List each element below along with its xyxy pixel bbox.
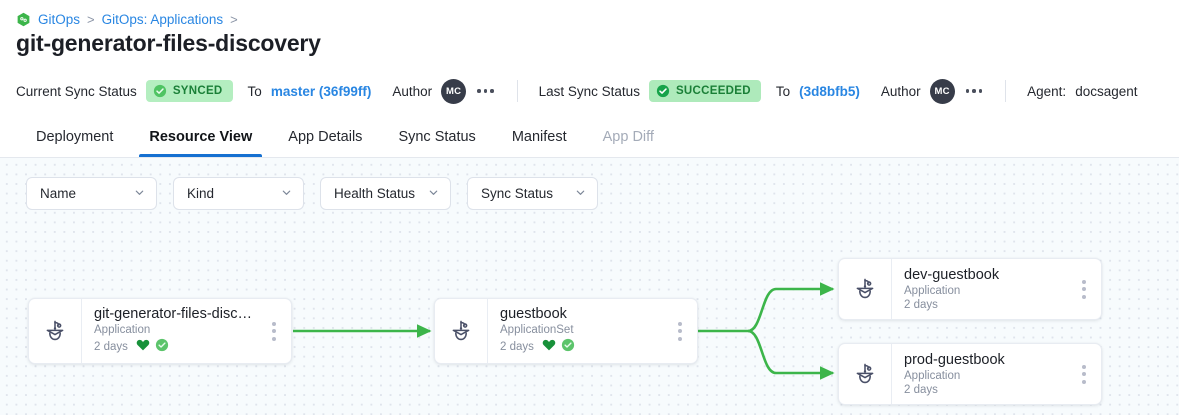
node-kind: Application [94,323,151,336]
node-name: git-generator-files-disco... [94,305,257,322]
node-kind: Application [904,370,961,382]
breadcrumb-item-gitops[interactable]: GitOps [38,11,81,27]
filter-kind-label: Kind [187,186,215,201]
current-sync-status-badge: SYNCED [145,80,233,102]
breadcrumb-separator: > [230,11,238,27]
last-sync-status-badge: SUCCEEDED [648,80,761,102]
node-meta: 2 days [94,338,257,357]
node-more-menu-icon[interactable] [663,299,697,363]
node-more-menu-icon[interactable] [1067,344,1101,404]
node-content: guestbook ApplicationSet 2 days [487,299,663,363]
more-horizontal-icon[interactable] [964,85,985,97]
node-health-indicators [542,338,575,357]
node-more-menu-icon[interactable] [257,299,291,363]
check-circle-icon [153,84,167,98]
avatar[interactable]: MC [929,78,955,104]
gitops-logo-icon [16,12,31,27]
argo-application-icon [29,299,81,363]
chevron-down-icon [281,186,292,201]
node-meta: 2 days [904,384,1067,396]
node-health-indicators [136,338,169,357]
divider [1005,80,1007,102]
node-more-menu-icon[interactable] [1067,259,1101,319]
agent-label: Agent: [1027,83,1067,99]
tab-manifest[interactable]: Manifest [511,128,567,145]
status-bar: Current Sync Status SYNCED To master (36… [0,72,1179,110]
breadcrumb-item-gitops-applications[interactable]: GitOps: Applications [101,11,224,27]
graph-node-prod-guestbook[interactable]: prod-guestbook Application 2 days [838,343,1102,405]
check-circle-filled-icon [656,84,670,98]
node-name: prod-guestbook [904,352,1005,368]
current-sync-status-badge-text: SYNCED [172,85,223,97]
node-kind: ApplicationSet [500,323,574,336]
tab-app-details[interactable]: App Details [288,128,363,145]
heart-healthy-icon [542,338,556,357]
argo-application-icon [435,299,487,363]
chevron-down-icon [575,186,586,201]
last-sync-status-label: Last Sync Status [538,83,640,99]
filter-name-label: Name [40,186,77,201]
node-meta: 2 days [904,299,1067,311]
last-sync-author-label: Author [880,83,921,99]
filter-sync-status-label: Sync Status [481,186,554,201]
divider [516,80,518,102]
argo-application-icon [839,344,891,404]
node-content: prod-guestbook Application 2 days [891,344,1067,404]
breadcrumb: GitOps > GitOps: Applications > [16,9,238,29]
graph-node-guestbook[interactable]: guestbook ApplicationSet 2 days [434,298,698,364]
check-circle-synced-icon [155,338,169,357]
agent-value: docsagent [1075,83,1138,99]
node-kind: Application [904,285,961,297]
filter-health-status[interactable]: Health Status [320,177,451,210]
current-sync-to-label: To [247,83,262,99]
argo-application-icon [839,259,891,319]
last-sync-revision-link[interactable]: (3d8bfb5) [799,83,860,99]
filter-health-status-label: Health Status [334,186,416,201]
node-content: git-generator-files-disco... Application… [81,299,257,363]
node-age: 2 days [904,299,938,311]
node-name: guestbook [500,305,567,322]
current-sync-author-label: Author [392,83,433,99]
node-age: 2 days [500,341,534,353]
resource-graph-canvas[interactable]: Name Kind Health Status Sync Status [0,158,1179,415]
breadcrumb-separator: > [87,11,95,27]
node-age: 2 days [94,341,128,353]
graph-edges [293,282,835,380]
filter-name[interactable]: Name [26,177,157,210]
heart-healthy-icon [136,338,150,357]
tab-bar: Deployment Resource View App Details Syn… [0,116,1179,158]
last-sync-status-badge-text: SUCCEEDED [675,85,751,97]
current-sync-revision-link[interactable]: master (36f99ff) [270,83,372,99]
graph-node-dev-guestbook[interactable]: dev-guestbook Application 2 days [838,258,1102,320]
page-title: git-generator-files-discovery [16,30,321,56]
check-circle-synced-icon [561,338,575,357]
node-age: 2 days [904,384,938,396]
tab-sync-status[interactable]: Sync Status [398,128,476,145]
filter-kind[interactable]: Kind [173,177,304,210]
node-meta: 2 days [500,338,663,357]
avatar[interactable]: MC [441,78,467,104]
chevron-down-icon [134,186,145,201]
current-sync-status-label: Current Sync Status [16,83,137,99]
more-horizontal-icon[interactable] [475,85,496,97]
node-content: dev-guestbook Application 2 days [891,259,1067,319]
chevron-down-icon [428,186,439,201]
filter-bar: Name Kind Health Status Sync Status [26,177,598,210]
filter-sync-status[interactable]: Sync Status [467,177,598,210]
tab-app-diff: App Diff [602,128,654,145]
last-sync-to-label: To [775,83,791,99]
graph-node-git-generator-files-discovery[interactable]: git-generator-files-disco... Application… [28,298,292,364]
tab-resource-view[interactable]: Resource View [131,116,270,157]
node-name: dev-guestbook [904,267,1000,283]
tab-deployment[interactable]: Deployment [36,128,114,145]
